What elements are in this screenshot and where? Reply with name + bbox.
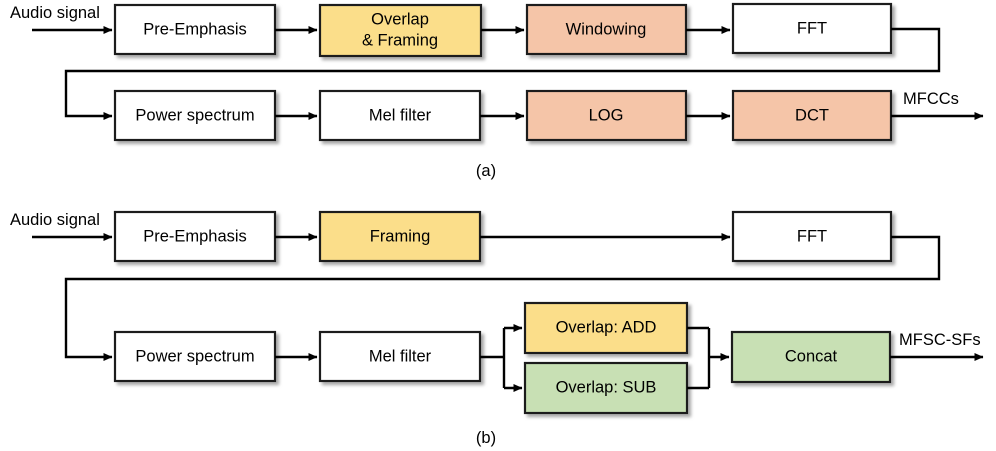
node-a-pre-emphasis-label: Pre-Emphasis bbox=[143, 20, 247, 38]
panel-b-caption: (b) bbox=[476, 429, 496, 447]
edge-a-fft-to-power-spectrum bbox=[64, 27, 941, 120]
panel-b: Audio signal Pre-Emphasis Framing FFT Po… bbox=[10, 210, 984, 447]
edge-b-fft-to-power-spectrum bbox=[64, 235, 941, 361]
panel-a-caption: (a) bbox=[476, 162, 496, 180]
node-b-overlap-sub[interactable] bbox=[523, 361, 689, 415]
panel-b-output-label: MFSC-SFs bbox=[899, 331, 981, 349]
node-a-fft-label: FFT bbox=[797, 19, 827, 37]
node-a-dct[interactable] bbox=[731, 89, 893, 142]
node-b-mel-filter-label: Mel filter bbox=[369, 347, 432, 365]
node-a-overlap-framing-label-line2: & Framing bbox=[362, 31, 438, 49]
node-a-power-spectrum[interactable] bbox=[113, 89, 277, 142]
panel-a-input-label: Audio signal bbox=[10, 4, 100, 22]
node-b-overlap-add-label: Overlap: ADD bbox=[556, 318, 657, 336]
panel-b-input-label: Audio signal bbox=[10, 211, 100, 229]
node-b-pre-emphasis[interactable] bbox=[113, 210, 277, 263]
node-a-dct-label: DCT bbox=[795, 106, 829, 124]
node-b-pre-emphasis-label: Pre-Emphasis bbox=[143, 227, 247, 245]
node-a-mel-filter-label: Mel filter bbox=[369, 106, 432, 124]
node-b-framing-label: Framing bbox=[370, 227, 431, 245]
node-b-mel-filter[interactable] bbox=[318, 330, 482, 383]
panel-a-output-label: MFCCs bbox=[903, 90, 959, 108]
node-b-concat-label: Concat bbox=[785, 347, 838, 365]
panel-a: Audio signal Pre-Emphasis Overlap & Fram… bbox=[10, 2, 984, 180]
node-b-power-spectrum-label: Power spectrum bbox=[135, 347, 254, 365]
node-a-windowing-label: Windowing bbox=[566, 20, 647, 38]
node-a-overlap-framing-label-line1: Overlap bbox=[371, 10, 429, 28]
node-b-fft-label: FFT bbox=[797, 227, 827, 245]
node-b-overlap-sub-label: Overlap: SUB bbox=[556, 378, 657, 396]
node-a-power-spectrum-label: Power spectrum bbox=[135, 106, 254, 124]
node-b-fft[interactable] bbox=[731, 210, 893, 263]
node-a-log-label: LOG bbox=[589, 106, 624, 124]
node-a-windowing[interactable] bbox=[525, 3, 688, 56]
node-a-fft[interactable] bbox=[731, 2, 893, 55]
node-a-mel-filter[interactable] bbox=[318, 89, 482, 142]
